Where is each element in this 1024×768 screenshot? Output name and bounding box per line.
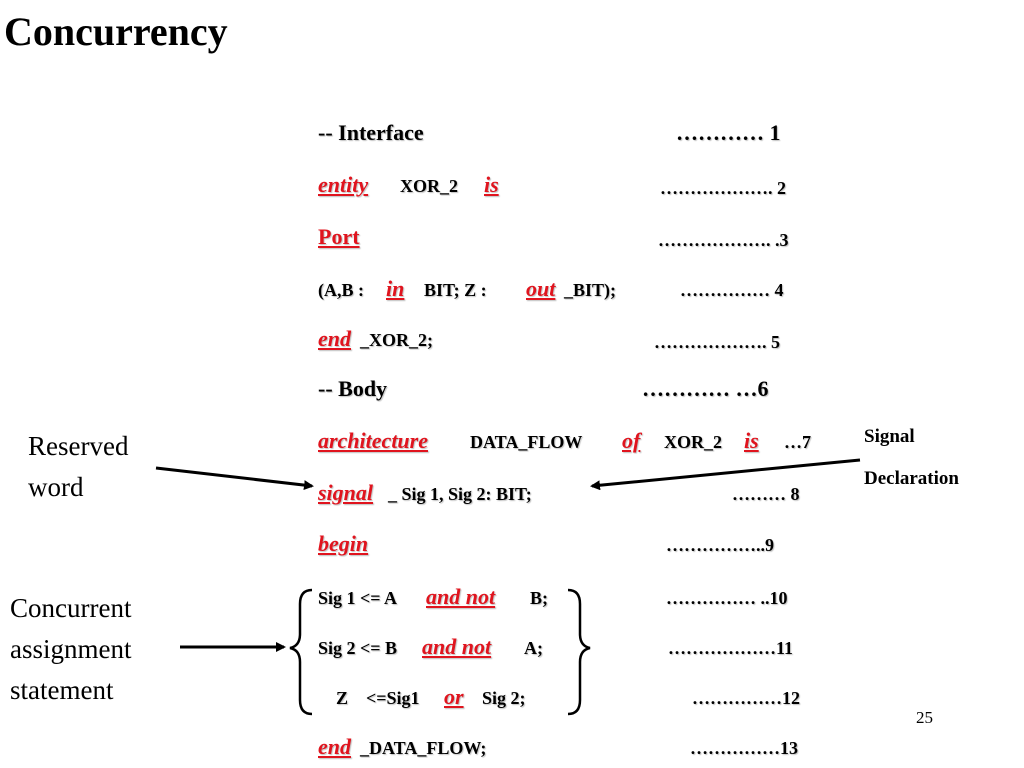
entity-name: XOR_2 [400,176,458,196]
signal-declaration-line-1: Signal [864,426,915,447]
end-entity: _XOR_2; [360,330,433,350]
comment-interface: -- Interface [318,120,424,145]
keyword-is-arch: is [744,428,759,453]
signal-declaration: _ Sig 1, Sig 2: BIT; [388,484,532,504]
keyword-entity: entity [318,172,369,197]
keyword-out: out [526,276,556,301]
right-brace [567,588,591,716]
concurrent-line-2: assignment [10,634,132,664]
reserved-word-line-2: word [28,472,84,502]
port-list-end: _BIT); [564,280,617,300]
assignment-z: Z <=Sig1 [336,688,420,708]
keyword-and-not-1: and not [426,584,496,609]
line-number-1: ………… 1 [676,120,781,145]
assignment-sig1-end: B; [530,588,548,608]
end-architecture: _DATA_FLOW; [360,738,487,758]
assignment-z-end: Sig 2; [482,688,526,708]
reserved-word-label: Reserved word [28,426,128,508]
comment-body: -- Body [318,376,388,401]
keyword-begin: begin [318,531,369,556]
line-number-12: ……………12 [692,688,800,708]
line-number-6: ………… …6 [642,376,769,401]
keyword-is: is [484,172,499,197]
assignment-sig1: Sig 1 <= A [318,588,398,608]
line-number-13: ……………13 [690,738,798,758]
concurrent-statement-label: Concurrent assignment statement [10,588,132,711]
keyword-architecture: architecture [318,428,428,453]
port-list-start: (A,B : [318,280,364,300]
line-number-11: ………………11 [668,638,794,658]
keyword-and-not-2: and not [422,634,492,659]
line-number-8: ……… 8 [732,484,800,504]
line-number-3: ………………. .3 [658,230,789,250]
assignment-sig2: Sig 2 <= B [318,638,398,658]
keyword-or: or [444,684,464,709]
keyword-signal: signal [318,480,374,505]
signal-declaration-arrow [590,458,861,491]
reserved-word-line-1: Reserved [28,431,129,461]
line-number-4: …………… 4 [680,280,784,300]
line-number-2: ………………. 2 [660,178,786,198]
signal-declaration-label: Signal Declaration [864,416,959,500]
keyword-end: end [318,326,351,351]
signal-declaration-line-2: Declaration [864,468,959,489]
line-number-9: ……………..9 [666,535,774,555]
line-number-7: …7 [784,432,811,452]
keyword-in: in [386,276,405,301]
keyword-of: of [622,428,641,453]
architecture-entity: XOR_2 [664,432,722,452]
slide-title: Concurrency [4,9,228,54]
line-number-10: …………… ..10 [666,588,788,608]
concurrent-line-1: Concurrent [10,593,132,623]
concurrent-line-3: statement [10,675,114,705]
reserved-word-arrow [155,466,314,491]
left-brace [289,588,313,716]
keyword-port: Port [318,224,360,249]
keyword-end-arch: end [318,734,351,759]
assignment-sig2-end: A; [524,638,543,658]
architecture-name: DATA_FLOW [470,432,583,452]
port-list-middle: BIT; Z : [424,280,487,300]
line-number-5: ………………. 5 [654,332,780,352]
page-number: 25 [916,708,933,727]
